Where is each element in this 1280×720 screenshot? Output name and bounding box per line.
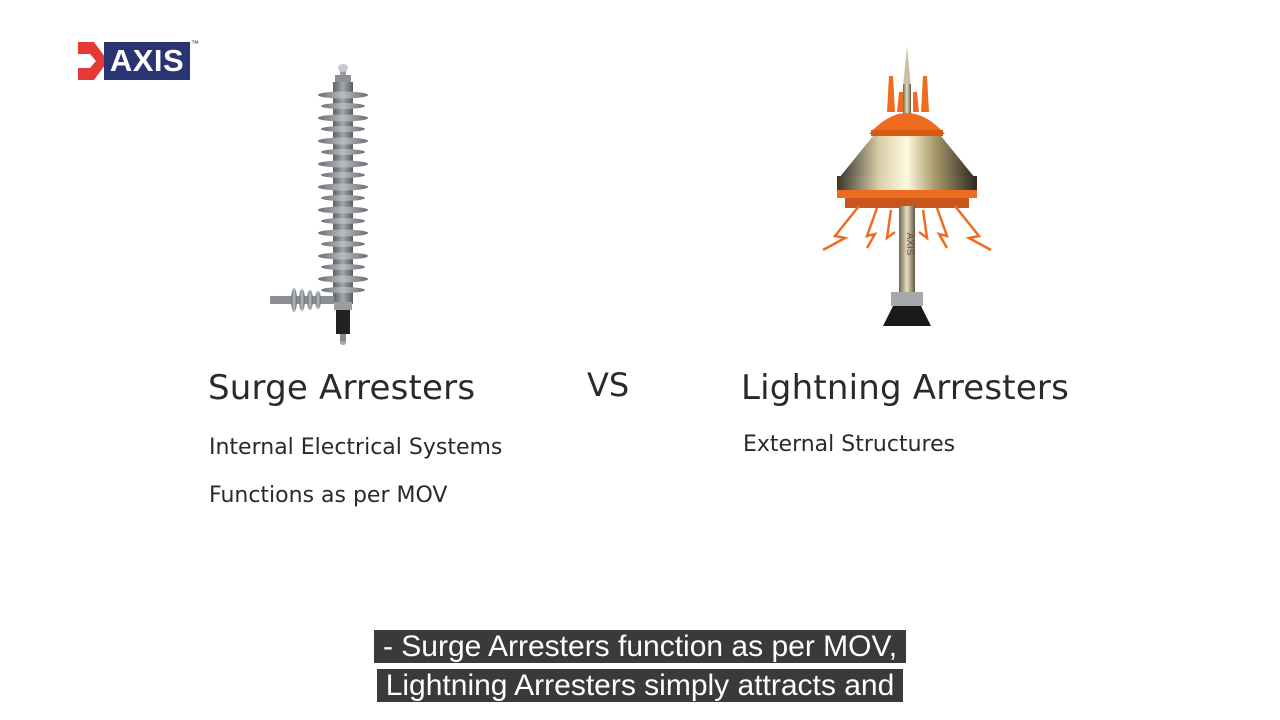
- lightning-arrester-image: AXIS: [822, 46, 992, 326]
- subtitle-line-1: - Surge Arresters function as per MOV,: [0, 628, 1280, 666]
- lightning-arresters-title: Lightning Arresters: [741, 368, 1070, 408]
- subtitle-line-1-text: - Surge Arresters function as per MOV,: [373, 630, 907, 663]
- logo-arrow-icon: [78, 42, 108, 80]
- surge-item-internal-systems: Internal Electrical Systems: [209, 435, 503, 460]
- subtitle-line-2-text: Lightning Arresters simply attracts and: [376, 669, 904, 702]
- surge-arrester-image: [270, 64, 368, 345]
- surge-item-mov: Functions as per MOV: [209, 483, 448, 508]
- rod-engraving: AXIS: [904, 233, 915, 256]
- logo-text: AXIS: [104, 42, 190, 80]
- lightning-item-external-structures: External Structures: [743, 432, 956, 457]
- logo-trademark: ™: [191, 39, 199, 48]
- surge-arresters-title: Surge Arresters: [208, 368, 476, 408]
- subtitle-line-2: Lightning Arresters simply attracts and: [0, 667, 1280, 705]
- vs-label: VS: [587, 366, 630, 404]
- axis-logo: AXIS ™: [78, 39, 202, 81]
